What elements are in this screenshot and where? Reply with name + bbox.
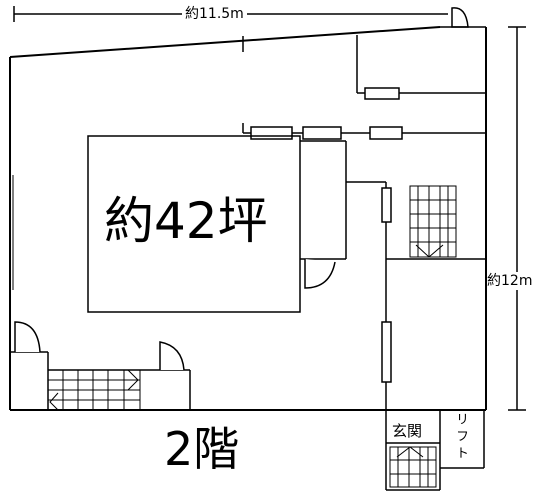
width-dimension-label: 約11.5m (182, 7, 247, 21)
top-door-swing (440, 7, 486, 28)
upper-right-partition (356, 35, 486, 100)
corridor-wall (346, 181, 486, 410)
entrance-label: 玄関 (392, 422, 423, 440)
bottom-staircase (47, 369, 141, 411)
right-staircase (409, 185, 457, 258)
entrance-area (385, 410, 441, 491)
entrance-staircase (389, 446, 437, 488)
height-dimension-label: 約12m (487, 272, 533, 290)
lift-label: リフト (453, 412, 468, 463)
floor-label: 2階 (164, 422, 240, 476)
bottom-left-room (10, 321, 191, 410)
main-room (87, 135, 301, 313)
outer-wall (9, 26, 487, 411)
height-dimension-line (508, 26, 526, 411)
lift-shaft (440, 409, 485, 469)
side-room (300, 140, 347, 289)
area-label: 約42坪 (104, 192, 268, 250)
